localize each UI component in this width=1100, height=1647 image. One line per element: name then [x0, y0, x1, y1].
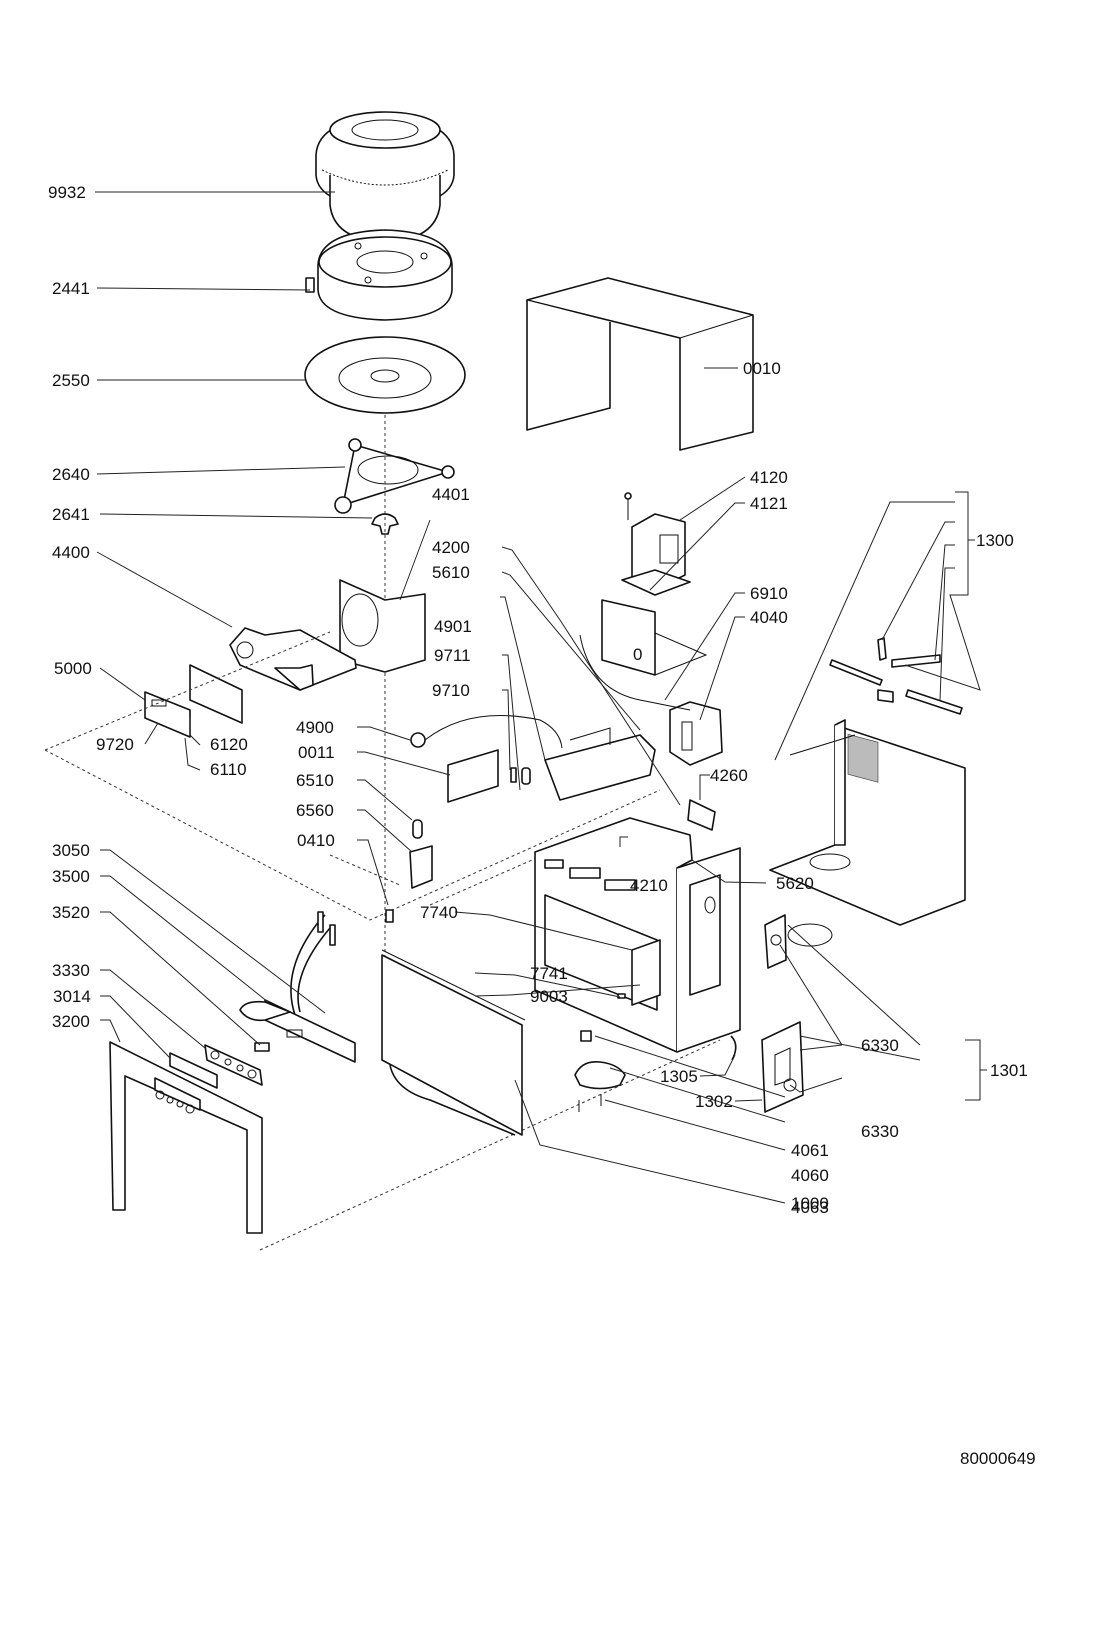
callout-7740: 7740 — [420, 903, 458, 922]
callout-4200: 4200 — [432, 538, 470, 557]
callout-9720: 9720 — [96, 735, 134, 754]
callout-9003: 9003 — [530, 987, 568, 1006]
callout-1301: 1301 — [990, 1061, 1028, 1080]
callout-0011: 0011 — [298, 743, 335, 762]
callout-4210: 4210 — [630, 876, 668, 895]
part-4260-capacitor — [687, 799, 716, 831]
part-3500-control-board — [239, 999, 356, 1063]
part-1000-door — [381, 949, 526, 1136]
callout-6110: 6110 — [210, 760, 247, 779]
part-4060-motor — [574, 1060, 626, 1090]
callout-4061: 4061 — [791, 1141, 829, 1160]
part-9932-steam-dish — [315, 111, 455, 243]
leader-lines — [95, 191, 987, 1204]
part-6120-lamp-holder — [189, 664, 243, 724]
callout-3500: 3500 — [52, 867, 90, 886]
callout-6330-lower: 6330 — [861, 1122, 899, 1141]
callout-4900: 4900 — [296, 718, 334, 737]
part-2550-turntable — [304, 336, 466, 414]
callout-4401: 4401 — [432, 485, 470, 504]
callout-1000: 1000 — [791, 1194, 829, 1213]
callout-3050: 3050 — [52, 841, 90, 860]
plane-line — [259, 1039, 721, 1251]
part-3520-display-window — [254, 1042, 270, 1052]
part-cavity-front — [534, 817, 741, 1053]
callout-3200: 3200 — [52, 1012, 90, 1031]
callout-4120: 4120 — [750, 468, 788, 487]
part-1302-interlock-bracket — [761, 1021, 804, 1113]
part-4120-transformer — [621, 492, 691, 596]
callout-3520: 3520 — [52, 903, 90, 922]
part-3050-flat-cable — [290, 911, 336, 1016]
plane-line — [329, 854, 401, 886]
part-2441-cover — [305, 229, 453, 321]
callout-4063: 4063 — [791, 1198, 829, 1217]
callout-2640: 2640 — [52, 465, 90, 484]
plane-line — [44, 749, 661, 921]
callout-5610: 5610 — [432, 563, 470, 582]
part-1300-rear-casing — [769, 719, 966, 926]
part-3200-front-frame — [109, 1041, 263, 1234]
part-0011-cover-plate — [447, 749, 499, 803]
part-4401-fan-housing — [339, 579, 426, 673]
part-7741-clip — [617, 993, 626, 999]
callout-5000: 5000 — [54, 659, 92, 678]
part-5000-rating-plate — [144, 691, 191, 738]
callout-0410: 0410 — [297, 831, 335, 850]
callout-6910: 6910 — [750, 584, 788, 603]
part-6510-lamp — [412, 819, 423, 839]
callout-2550: 2550 — [52, 371, 90, 390]
part-4900-element — [410, 715, 563, 749]
part-4061-coupler — [580, 1030, 592, 1042]
callout-2641: 2641 — [52, 505, 90, 524]
callout-4040: 4040 — [750, 608, 788, 627]
callout-6510: 6510 — [296, 771, 334, 790]
callout-6560: 6560 — [296, 801, 334, 820]
callout-2441: 2441 — [52, 279, 90, 298]
callout-5620: 5620 — [776, 874, 814, 893]
callout-9711: 9711 — [434, 646, 471, 665]
callout-1302: 1302 — [695, 1092, 733, 1111]
callout-9932: 9932 — [48, 183, 86, 202]
callout-4400: 4400 — [52, 543, 90, 562]
part-0410-screw — [385, 909, 394, 923]
part-3014-facia — [169, 1052, 218, 1089]
part-9710-fuse — [510, 767, 531, 785]
svg-text:0: 0 — [633, 645, 642, 664]
part-1305-spring — [730, 1035, 737, 1061]
part-1300-casing-strips — [829, 637, 963, 715]
callout-7741: 7741 — [530, 964, 568, 983]
callout-1300: 1300 — [976, 531, 1014, 550]
callout-1305: 1305 — [660, 1067, 698, 1086]
part-0010-outer-casing — [526, 277, 754, 451]
part-4901-bracket — [544, 727, 656, 801]
gasket-ring — [787, 923, 833, 947]
part-4400-fan-motor — [229, 627, 357, 691]
plane-line — [429, 829, 601, 906]
callout-4260: 4260 — [710, 766, 748, 785]
callout-9710: 9710 — [432, 681, 470, 700]
callout-4121: 4121 — [750, 494, 788, 513]
callout-labels: 9932 2441 2550 2640 2641 4400 4401 5000 … — [48, 183, 1028, 1217]
callout-3330: 3330 — [52, 961, 90, 980]
callout-6330-upper: 6330 — [861, 1036, 899, 1055]
callout-4901: 4901 — [434, 617, 472, 636]
part-2640-roller-ring — [334, 438, 455, 514]
part-3330-knobs — [204, 1044, 263, 1086]
callout-6120: 6120 — [210, 735, 248, 754]
callout-0010: 0010 — [743, 359, 781, 378]
part-4121-bracket: 0 — [601, 599, 708, 676]
part-6330-switch-upper — [764, 914, 787, 969]
callout-4060: 4060 — [791, 1166, 829, 1185]
document-number: 80000649 — [960, 1449, 1036, 1468]
part-4040-magnetron — [579, 634, 723, 766]
part-6560-lamp-bracket — [409, 845, 433, 889]
callout-3014: 3014 — [53, 987, 91, 1006]
